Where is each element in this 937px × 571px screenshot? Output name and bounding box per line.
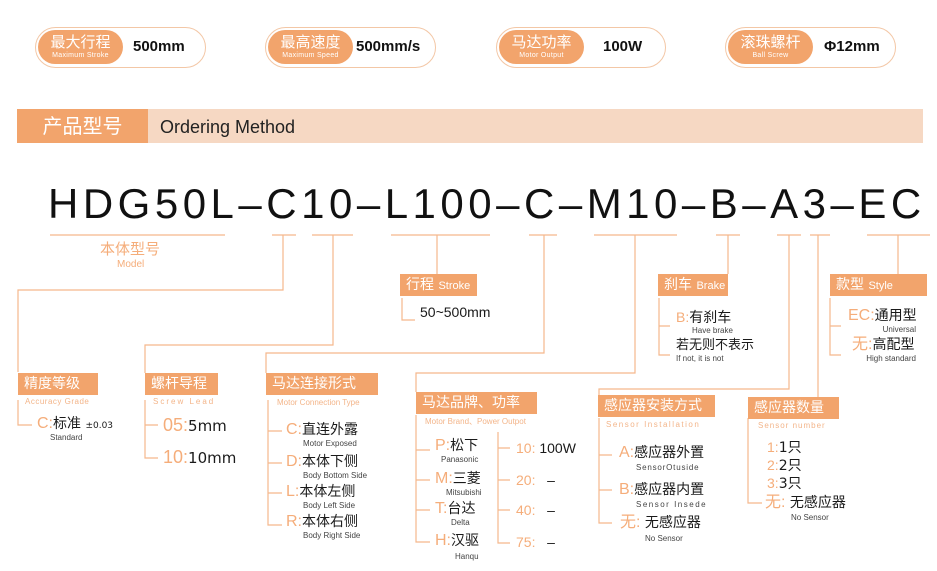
section-header [17,109,923,143]
connection-label: 马达连接形式 [266,373,378,395]
install-option: A:感应器外置 [619,444,705,461]
sensor-install-label: 感应器安装方式 [598,395,715,417]
power-option: 10: 100W [516,440,576,456]
spec-value: 500mm [133,38,185,55]
connection-option-en: Body Right Side [303,531,361,540]
motor-brand-label: 马达品牌、功率 [416,392,537,414]
install-option-en: No Sensor [645,534,683,543]
install-option: 无: 无感应器 [620,514,701,531]
code-dash: – [681,180,710,227]
count-option: 2:2只 [767,457,802,474]
code-brake: B [709,180,743,227]
brake-label: 刹车 Brake [658,274,728,296]
code-model: HDG50L [48,180,239,227]
stroke-label: 行程 Stroke [400,274,477,296]
lead-option: 10:10mm [163,447,237,467]
style-option-en: High standard [866,354,916,363]
spec-label: 最大行程 [50,33,111,51]
code-dash: – [356,180,385,227]
brand-option: P:松下 [435,437,479,454]
brake-option-en: Have brake [692,326,733,335]
spec-value: 500mm/s [356,38,421,55]
brand-option: T:台达 [435,500,476,517]
model-label: 本体型号 [100,240,161,258]
connection-option: L:本体左侧 [286,483,356,500]
spec-label-en: Motor Output [519,52,564,59]
spec-label-en: Ball Screw [752,52,789,59]
connection-label-en: Motor Connection Type [277,398,360,407]
install-option-en: Sensor Insede [636,500,708,509]
code-stroke: L100 [384,180,497,227]
code-style: EC [858,180,926,227]
code-dash: – [238,180,267,227]
power-option: 20: – [516,472,555,488]
connection-option-en: Body Bottom Side [303,471,368,480]
screw-lead-label-en: Screw Lead [153,397,216,406]
count-option: 无: 无感应器 [765,494,846,511]
motor-brand-label-en: Motor Brand、Power Outpot [425,417,526,426]
count-option: 3:3只 [767,475,802,492]
sensor-count-label: 感应器数量 [748,397,839,419]
model-code: HDG50L – C 10 – L100 – C – M10 – B – A 3… [48,180,926,228]
code-motor: M10 [586,180,682,227]
model-label-en: Model [117,259,145,270]
spec-label-en: Maximum Stroke [52,52,109,59]
brand-option-en: Panasonic [441,455,479,464]
stroke-range: 50~500mm [420,304,491,320]
screw-lead-label: 螺杆导程 [145,373,218,395]
section-title-zh: 产品型号 [17,109,148,143]
spec-value: Φ12mm [824,38,880,55]
style-option: 无:高配型 [852,336,915,353]
connection-option-en: Body Left Side [303,501,356,510]
brand-option: M:三菱 [435,470,481,487]
accuracy-option: C:标准 ±0.03 [37,415,114,432]
brake-option: B:有刹车 [676,309,732,326]
spec-label-en: Maximum Speed [282,52,339,59]
spec-label: 马达功率 [511,33,572,51]
section-title-en: Ordering Method [160,117,296,137]
brake-option-en: If not, it is not [676,354,724,363]
sensor-count-label-en: Sensor number [758,421,826,430]
install-option: B:感应器内置 [619,481,705,498]
connection-option: D:本体下侧 [286,453,358,470]
lead-option: 05:5mm [163,415,227,435]
count-option-en: No Sensor [791,513,829,522]
connection-option-en: Motor Exposed [303,439,357,448]
spec-label: 滚珠螺杆 [740,33,801,51]
code-connection: C [523,180,559,227]
spec-label: 最高速度 [280,33,341,51]
brand-option-en: Delta [451,518,470,527]
brake-option: 若无则不表示 [676,338,755,353]
connection-option: R:本体右侧 [286,513,358,530]
connection-option: C:直连外露 [286,421,358,438]
style-option: EC:通用型 [848,307,917,324]
style-label: 款型 Style [830,274,927,296]
code-accuracy: C [266,180,302,227]
code-dash: – [558,180,587,227]
install-option-en: SensorOtuside [636,463,700,472]
power-option: 40: – [516,502,555,518]
style-option-en: Universal [882,325,916,334]
code-sensor-count: 3 [802,180,831,227]
code-dash: – [742,180,771,227]
accuracy-label: 精度等级 [18,373,98,395]
code-sensor-install: A [770,180,803,227]
accuracy-option-en: Standard [50,433,83,442]
sensor-install-label-en: Sensor Installation [606,420,701,429]
brand-option-en: Mitsubishi [446,488,482,497]
brand-option: H:汉驱 [435,532,479,549]
code-dash: – [830,180,859,227]
accuracy-label-en: Accuracy Grade [25,397,90,406]
code-dash: – [496,180,524,227]
power-option: 75: – [516,534,555,550]
code-lead: 10 [301,180,357,227]
spec-value: 100W [603,38,643,55]
count-option: 1:1只 [767,439,802,456]
brand-option-en: Hanqu [455,552,479,561]
